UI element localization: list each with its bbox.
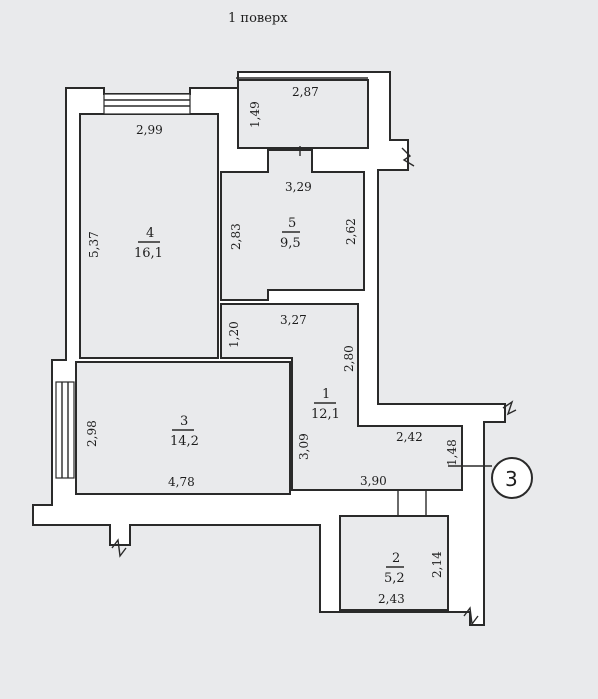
- dim-room-4-height: 5,37: [87, 231, 101, 258]
- section-marker-label: 3: [505, 467, 518, 491]
- dim-balcony-width: 2,87: [292, 85, 319, 99]
- room-1: [220, 303, 463, 491]
- window-room-4: [103, 93, 191, 115]
- floor-title: 1 поверх: [228, 11, 288, 26]
- dim-room-3-height: 2,98: [85, 420, 99, 447]
- dim-room-5-left: 2,83: [229, 223, 243, 250]
- room-3-area: 14,2: [170, 434, 199, 449]
- dim-hall-width: 3,27: [280, 313, 307, 327]
- dim-room-1-bottom: 3,90: [360, 474, 387, 488]
- window-room-3: [55, 381, 75, 479]
- dim-hall-left: 1,20: [227, 321, 241, 348]
- dim-hall-right: 2,80: [342, 345, 356, 372]
- dim-room-4-width: 2,99: [136, 123, 163, 137]
- room-5-number: 5: [288, 216, 296, 231]
- room-4-area: 16,1: [134, 246, 163, 261]
- dim-room-3-width: 4,78: [168, 475, 195, 489]
- room-2-area: 5,2: [384, 571, 405, 586]
- dim-room-1-top: 2,42: [396, 430, 423, 444]
- room-1-number: 1: [322, 387, 330, 402]
- room-3-number: 3: [180, 414, 188, 429]
- dim-room-1-right: 1,48: [445, 439, 459, 466]
- dim-room-2-height: 2,14: [430, 551, 444, 578]
- break-mark: [401, 147, 415, 167]
- balcony: [237, 79, 369, 149]
- room-4-number: 4: [146, 226, 154, 241]
- section-marker-circle: [491, 457, 533, 499]
- room-3: [75, 361, 291, 495]
- room-2-number: 2: [392, 551, 400, 566]
- dim-room-2-width: 2,43: [378, 592, 405, 606]
- dim-room-5-width: 3,29: [285, 180, 312, 194]
- break-mark: [463, 606, 479, 626]
- room-1-area: 12,1: [311, 407, 340, 422]
- dim-room-5-right: 2,62: [344, 218, 358, 245]
- room-5: [220, 149, 365, 301]
- dim-balcony-height: 1,49: [248, 101, 262, 128]
- break-mark: [111, 538, 127, 558]
- room-5-area: 9,5: [280, 236, 301, 251]
- room-4: [79, 113, 219, 359]
- break-mark: [502, 400, 517, 416]
- room-2: [339, 515, 449, 611]
- dim-room-1-left: 3,09: [297, 433, 311, 460]
